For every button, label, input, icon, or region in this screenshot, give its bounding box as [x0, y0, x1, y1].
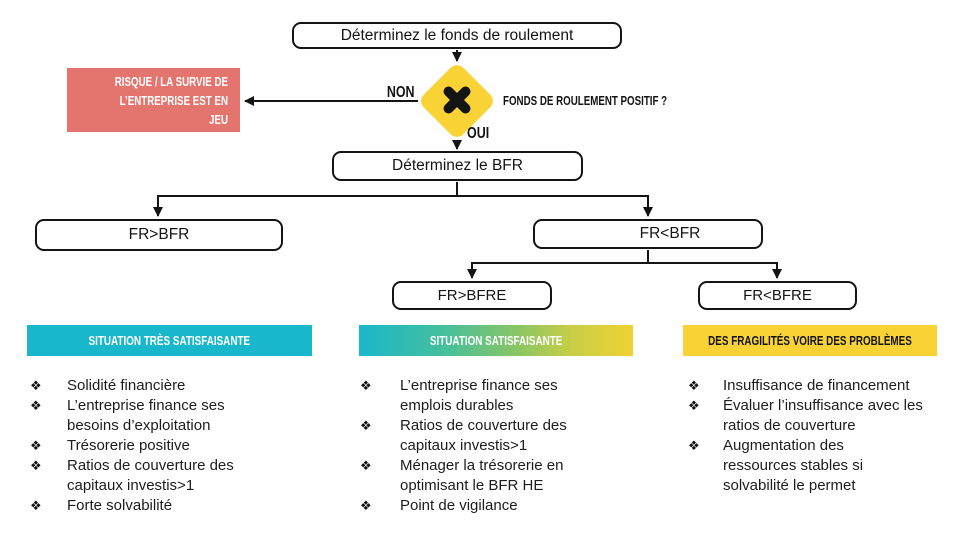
decision-question-label: FONDS DE ROULEMENT POSITIF ? [503, 94, 668, 108]
node-determine-working-capital: Déterminez le fonds de roulement [292, 22, 622, 49]
list-item: ❖ Trésorerie positive [30, 437, 190, 454]
node-label: Déterminez le BFR [392, 157, 523, 174]
list-item: ❖ Ménager la trésorerie en optimisant le… [360, 457, 564, 494]
diamond-bullet-icon: ❖ [688, 438, 700, 453]
column-header-fragilities: DES FRAGILITÉS VOIRE DES PROBLÈMES [683, 325, 937, 356]
column-header-satisfactory: SITUATION SATISFAISANTE [359, 325, 633, 356]
bullet-list-fragilities: ❖ Insuffisance de financement ❖ Évaluer … [688, 376, 941, 496]
node-label: FR>BFRE [437, 287, 507, 304]
bullet-list-satisfactory: ❖ L’entreprise finance ses emplois durab… [360, 376, 600, 516]
bullet-list-very-satisfactory: ❖ Solidité financière ❖ L’entreprise fin… [30, 376, 275, 516]
diamond-bullet-icon: ❖ [30, 438, 42, 453]
risk-box-text: RISQUE / LA SURVIE DE L’ENTREPRISE EST E… [114, 73, 228, 127]
node-determine-bfr: Déterminez le BFR [332, 151, 583, 181]
node-fr-gt-bfr: FR>BFR [35, 219, 283, 251]
node-fr-lt-bfr: FR<BFR [533, 219, 763, 249]
list-item: ❖ Augmentation des ressources stables si… [688, 437, 864, 494]
node-label: FR<BFR [639, 225, 701, 242]
diamond-bullet-icon: ❖ [688, 378, 700, 393]
node-label: FR<BFRE [743, 287, 812, 304]
diamond-bullet-icon: ❖ [360, 458, 372, 473]
list-item: ❖ Solidité financière [30, 377, 186, 394]
diamond-bullet-icon: ❖ [30, 458, 42, 473]
risk-box: RISQUE / LA SURVIE DE L’ENTREPRISE EST E… [67, 68, 240, 132]
diamond-bullet-icon: ❖ [360, 498, 372, 513]
branch-label-oui: OUI [467, 125, 490, 142]
list-item: ❖ Forte solvabilité [30, 497, 173, 514]
diamond-bullet-icon: ❖ [30, 398, 42, 413]
list-item: ❖ L’entreprise finance ses besoins d’exp… [30, 397, 225, 434]
node-fr-gt-bfre: FR>BFRE [392, 281, 552, 310]
diamond-bullet-icon: ❖ [688, 398, 700, 413]
diamond-bullet-icon: ❖ [30, 378, 42, 393]
list-item: ❖ Évaluer l’insuffisance avec les ratios… [688, 397, 923, 434]
node-fr-lt-bfre: FR<BFRE [698, 281, 857, 310]
list-item: ❖ Ratios de couverture des capitaux inve… [360, 417, 567, 454]
column-header-very-satisfactory: SITUATION TRÈS SATISFAISANTE [27, 325, 312, 356]
branch-label-non: NON [387, 84, 415, 101]
node-label: Déterminez le fonds de roulement [340, 26, 574, 44]
list-item: ❖ Ratios de couverture des capitaux inve… [30, 457, 234, 494]
diamond-bullet-icon: ❖ [360, 378, 372, 393]
list-item: ❖ Point de vigilance [360, 497, 518, 514]
list-item: ❖ Insuffisance de financement [688, 377, 910, 394]
diamond-bullet-icon: ❖ [360, 418, 372, 433]
node-label: FR>BFR [128, 226, 190, 243]
diamond-bullet-icon: ❖ [30, 498, 42, 513]
list-item: ❖ L’entreprise finance ses emplois durab… [360, 377, 558, 414]
